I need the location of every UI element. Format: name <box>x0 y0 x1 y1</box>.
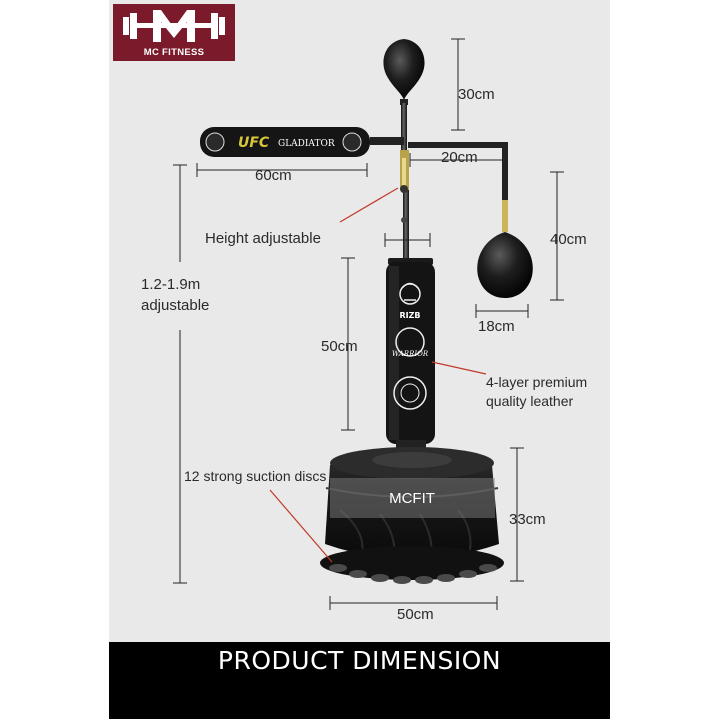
label-height-adjustable: Height adjustable <box>205 230 321 247</box>
label-column-height: 50cm <box>321 338 358 355</box>
crossbar: UFC GLADIATOR <box>200 127 404 157</box>
leader-lines <box>269 187 487 563</box>
top-speed-ball <box>383 39 425 105</box>
label-total-height: 1.2-1.9m <box>141 276 201 293</box>
middle-pole <box>403 190 409 260</box>
leather-column: RIZB WARRIOR <box>386 258 435 454</box>
dimension-lines <box>173 38 564 610</box>
side-speed-ball <box>477 232 533 298</box>
column-brand: RIZB <box>399 311 420 320</box>
label-total-height-note: adjustable <box>141 297 210 314</box>
crossbar-model: GLADIATOR <box>278 139 335 149</box>
label-leather-line1: 4-layer premium <box>486 374 588 390</box>
label-side-arm-height: 40cm <box>550 231 587 248</box>
label-arm-length: 20cm <box>441 149 478 166</box>
label-bag-width: 18cm <box>478 318 515 335</box>
top-pole <box>401 103 407 153</box>
label-base-width: 50cm <box>397 606 434 623</box>
base-watermark: MCFIT <box>389 490 435 507</box>
crossbar-brand: UFC <box>238 135 270 151</box>
side-arm <box>408 142 508 205</box>
column-mark: WARRIOR <box>392 350 429 358</box>
banner-title: PRODUCT DIMENSION <box>217 646 502 675</box>
product-image-background <box>109 0 610 719</box>
dumbbell-icon <box>123 10 225 42</box>
label-crossbar-length: 60cm <box>255 167 292 184</box>
brand-name: MC FITNESS <box>143 47 205 58</box>
title-banner: PRODUCT DIMENSION <box>109 642 610 719</box>
weighted-base: MCFIT <box>320 447 504 584</box>
label-base-height: 33cm <box>509 511 546 528</box>
label-top-bag-height: 30cm <box>458 86 495 103</box>
brand-logo: MC FITNESS <box>113 4 235 61</box>
label-leather-line2: quality leather <box>486 393 574 409</box>
label-suction-discs: 12 strong suction discs <box>184 468 327 484</box>
